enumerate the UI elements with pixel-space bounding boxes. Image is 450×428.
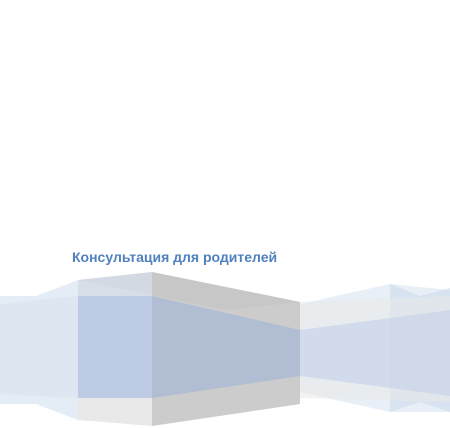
blue-band-right [300, 310, 450, 396]
document-title: Консультация для родителей [72, 249, 278, 265]
gray-block-side-face [152, 272, 300, 426]
left-outer-band [0, 280, 78, 420]
gray-block-front-face [78, 272, 152, 426]
right-outer-band [300, 284, 450, 412]
gray-block-top-face [78, 272, 300, 310]
right-far-band [390, 284, 450, 412]
light-right-segment [300, 296, 450, 402]
blue-band-middle [78, 296, 300, 398]
blue-front-highlight [78, 272, 152, 398]
blue-band-left [0, 296, 78, 398]
